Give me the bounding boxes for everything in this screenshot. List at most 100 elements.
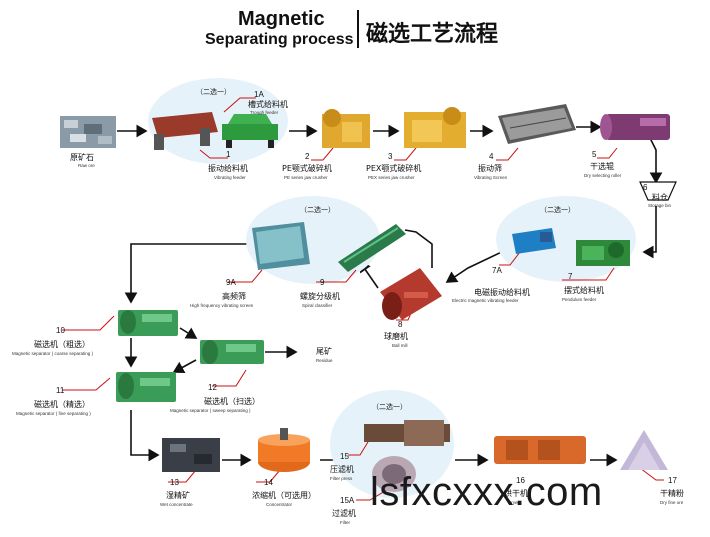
label-1a-en: Trough feeder	[250, 110, 279, 115]
label-9-cn: 螺旋分级机	[300, 292, 340, 301]
label-7a-number: 7A	[492, 266, 502, 275]
label-15a-cn: 过滤机	[332, 509, 356, 518]
label-17-en: Dry fine ore	[660, 500, 684, 505]
ball-mill-image	[380, 268, 442, 320]
arrow-feeder-to-mill	[445, 247, 511, 283]
arrow-classifier-return	[404, 229, 433, 268]
label-14-number: 14	[264, 478, 273, 487]
label-7a-en: Electric magnetic vibrating feeder	[452, 298, 519, 303]
label-13-cn: 湿精矿	[166, 491, 190, 500]
pe-jaw-crusher-image	[322, 109, 370, 148]
storage-bin-image	[639, 181, 677, 201]
label-6-en: Storage bin	[648, 203, 672, 208]
title-divider	[357, 10, 359, 48]
label-10-en: Magnetic separator ( coarse separating )	[12, 351, 94, 356]
label-4-number: 4	[489, 152, 494, 161]
label-9-en: Spiral classifier	[302, 303, 333, 308]
label-6-cn: 料仓	[652, 193, 668, 202]
label-15-cn: 压滤机	[330, 465, 354, 474]
label-3-number: 3	[388, 152, 393, 161]
vibrating-feeder-image	[152, 112, 218, 150]
watermark-text: lsfxcxxx.com	[370, 470, 603, 514]
arrow-screen-to-separator	[124, 243, 248, 304]
vibrating-screen-image	[498, 104, 576, 144]
title-english-line2: Separating process	[205, 31, 354, 48]
label-1a-number: 1A	[254, 90, 264, 99]
high-frequency-screen-image	[252, 222, 310, 270]
label-2-number: 2	[305, 152, 310, 161]
electric-feeder-image	[512, 228, 556, 254]
label-12-number: 12	[208, 383, 217, 392]
residue-cn: 尾矿	[316, 347, 332, 356]
arrow-fine-to-wet	[130, 410, 160, 462]
label-6-number: 6	[643, 183, 648, 192]
label-5-en: Dry selecting roller	[584, 173, 622, 178]
label-1-en: Vibrating feeder	[214, 175, 246, 180]
label-11-cn: 磁选机（精选）	[34, 400, 90, 409]
title-english-line1: Magnetic	[238, 8, 325, 30]
label-11-number: 11	[56, 386, 65, 395]
spiral-classifier-image	[338, 224, 406, 272]
label-15-number: 15	[340, 452, 349, 461]
label-9a-number: 9A	[226, 278, 236, 287]
separator-sweep-image	[200, 340, 264, 364]
arrow-bin-to-feeder	[642, 206, 657, 259]
label-14-en: Concentrator	[266, 502, 293, 507]
label-3-en: PEX series jaw crusher	[368, 175, 415, 180]
trough-feeder-image	[222, 114, 278, 148]
label-7-number: 7	[568, 272, 573, 281]
label-12-cn: 磁选机（扫选）	[204, 397, 260, 406]
label-2-cn: PE颚式破碎机	[282, 164, 332, 173]
label-13-number: 13	[170, 478, 179, 487]
dryer-image	[494, 436, 586, 464]
raw-ore-cn: 原矿石	[70, 153, 94, 162]
tag-choose-one-1: （二选一）	[196, 88, 231, 96]
filter-image	[372, 456, 416, 492]
label-17-number: 17	[668, 476, 677, 485]
pex-jaw-crusher-image	[404, 107, 466, 148]
label-1a-cn: 槽式给料机	[248, 100, 288, 109]
label-7-cn: 摆式给料机	[564, 286, 604, 295]
label-11-en: Magnetic separator ( fine separating )	[16, 411, 91, 416]
label-12-en: Magnetic separator ( sweep separating )	[170, 408, 251, 413]
separator-fine-image	[116, 372, 176, 402]
label-16-en: Dryer	[508, 500, 519, 505]
label-4-cn: 振动筛	[478, 164, 502, 173]
label-10-number: 10	[56, 326, 65, 335]
filter-press-image	[364, 420, 450, 446]
label-17-cn: 干精粉	[660, 489, 684, 498]
tag-choose-one-2: （二选一）	[300, 206, 335, 214]
label-8-en: Ball mill	[392, 343, 408, 348]
label-2-en: PE series jaw crusher	[284, 175, 328, 180]
label-4-en: Vibrating Screen	[474, 175, 508, 180]
concentrator-image	[258, 428, 310, 472]
label-9a-cn: 高频筛	[222, 292, 246, 301]
dry-roller-image	[600, 114, 670, 140]
label-7a-cn: 电磁振动给料机	[474, 288, 530, 297]
arrow-roller-to-bin	[649, 137, 663, 184]
raw-ore-image	[60, 116, 116, 148]
dry-fine-ore-image	[620, 430, 668, 470]
label-16-cn: 烘干机	[504, 489, 528, 498]
label-15a-en: Filter	[340, 520, 350, 525]
label-15a-number: 15A	[340, 496, 355, 505]
wet-concentrate-image	[162, 438, 220, 472]
tag-choose-one-4: （二选一）	[372, 403, 407, 411]
label-16-number: 16	[516, 476, 525, 485]
separator-coarse-image	[118, 310, 178, 336]
label-3-cn: PEX颚式破碎机	[366, 164, 422, 173]
title-chinese: 磁选工艺流程	[366, 22, 499, 47]
raw-ore-en: Raw ore	[78, 163, 95, 168]
label-10-cn: 磁选机（粗选）	[34, 340, 90, 349]
arrow-sweep-to-fine	[172, 359, 197, 374]
label-5-cn: 干选辊	[590, 162, 614, 171]
label-13-en: Wet concentrate	[160, 502, 193, 507]
arrow-coarse-to-sweep	[179, 327, 198, 339]
pendulum-feeder-image	[576, 240, 630, 266]
label-8-cn: 球磨机	[384, 332, 408, 341]
label-14-cn: 浓缩机（可选用）	[252, 491, 316, 500]
label-1-number: 1	[226, 150, 231, 159]
